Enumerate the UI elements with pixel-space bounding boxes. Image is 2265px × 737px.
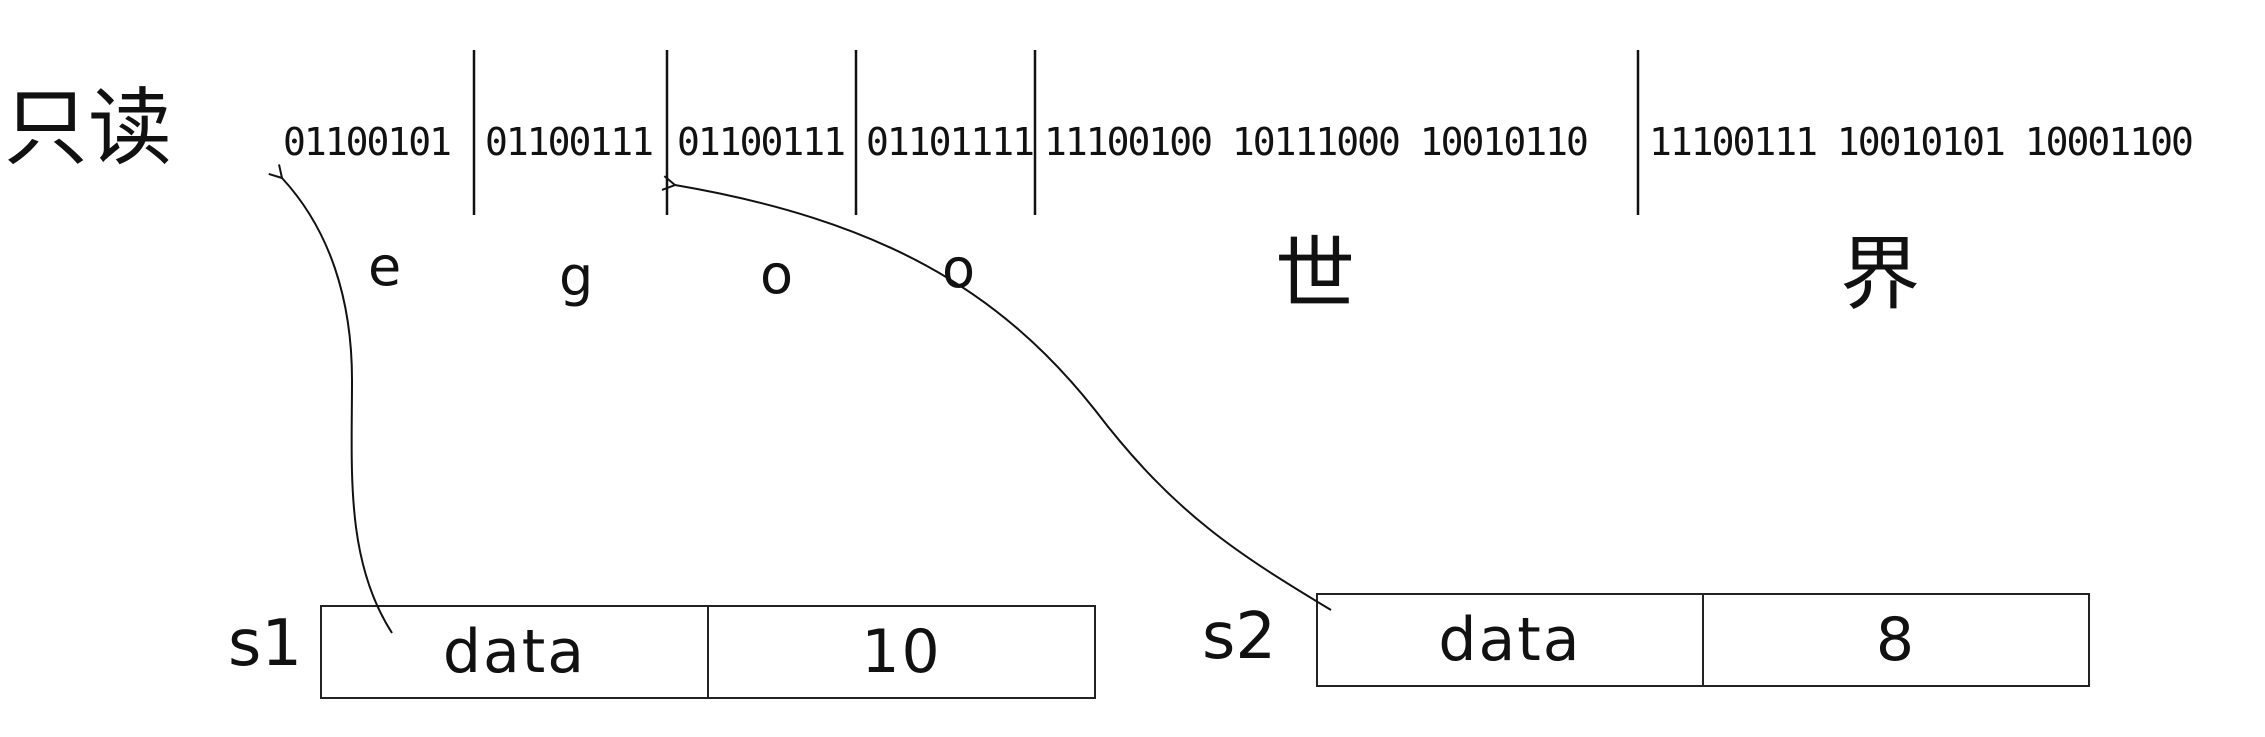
s2-struct: data 8 xyxy=(1316,593,2090,687)
byte-group-o-1: 01100111 xyxy=(677,120,846,164)
byte-group-shi: 11100100 10111000 10010110 xyxy=(1044,120,1589,164)
readonly-label: 只读 xyxy=(4,79,173,177)
char-e: e xyxy=(368,235,402,298)
s1-label: s1 xyxy=(228,607,303,681)
byte-group-o-2: 01101111 xyxy=(866,120,1035,164)
s1-len-field: 10 xyxy=(707,607,1094,697)
char-o-1: o xyxy=(760,243,794,306)
byte-group-g: 01100111 xyxy=(485,120,654,164)
s1-data-field: data xyxy=(442,617,587,687)
char-o-2: o xyxy=(942,237,976,300)
s2-label: s2 xyxy=(1202,600,1277,674)
char-shi: 世 xyxy=(1275,228,1355,321)
char-jie: 界 xyxy=(1840,228,1920,321)
s1-struct: data 10 xyxy=(320,605,1096,699)
byte-group-e: 01100101 xyxy=(283,120,452,164)
s2-data-field: data xyxy=(1438,605,1582,675)
s2-pointer-arrow xyxy=(661,175,1332,611)
s2-len-field: 8 xyxy=(1702,595,2088,685)
byte-group-jie: 11100111 10010101 10001100 xyxy=(1649,120,2194,164)
s1-pointer-arrow xyxy=(268,164,393,634)
char-g: g xyxy=(559,245,594,308)
